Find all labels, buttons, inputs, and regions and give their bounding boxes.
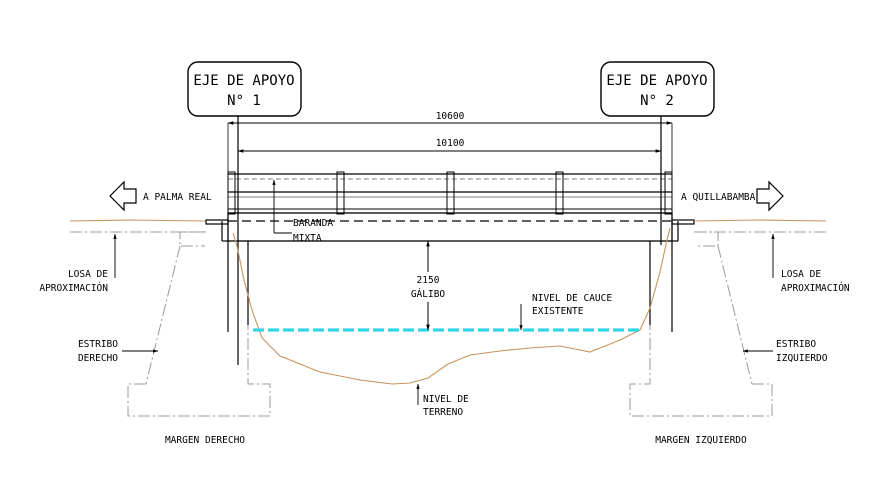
abutment-right — [649, 219, 695, 332]
terrain-label-line2: TERRENO — [423, 407, 463, 418]
abutment-left — [205, 219, 249, 332]
clearance-label: GÁLIBO — [411, 288, 446, 300]
approach-slab-left-callout: LOSA DE APROXIMACIÓN — [39, 233, 117, 294]
abutment-left-line1: ESTRIBO — [78, 339, 118, 350]
support-axis-1-tag: EJE DE APOYO N° 1 — [187, 61, 302, 117]
support-axis-1-line1: EJE DE APOYO — [193, 73, 294, 89]
riverbed-label-line1: NIVEL DE CAUCE — [532, 293, 612, 304]
dimension-clear-value: 10100 — [436, 138, 465, 149]
direction-left-label: A PALMA REAL — [143, 192, 212, 203]
clearance-dimension: 2150 GÁLIBO — [408, 240, 450, 331]
dimension-total: 10600 — [227, 111, 673, 175]
approach-slab-right-line2: APROXIMACIÓN — [781, 282, 850, 294]
support-axis-1-line2: N° 1 — [227, 93, 261, 109]
terrain-callout: NIVEL DE TERRENO — [416, 383, 469, 418]
abutment-right-callout: ESTRIBO IZQUIERDO — [742, 339, 828, 364]
support-axis-2-line1: EJE DE APOYO — [606, 73, 707, 89]
railing-callout: BARANDA MIXTA — [272, 179, 333, 244]
abutment-left-callout: ESTRIBO DERECHO — [78, 339, 159, 364]
direction-right: A QUILLABAMBA — [681, 180, 784, 212]
bridge-deck — [227, 212, 673, 242]
margin-left-label: MARGEN DERECHO — [165, 435, 245, 446]
margin-right-label: MARGEN IZQUIERDO — [655, 435, 747, 446]
approach-slab-left-line1: LOSA DE — [68, 269, 108, 280]
direction-left: A PALMA REAL — [109, 180, 212, 212]
dimension-total-value: 10600 — [436, 111, 465, 122]
direction-right-label: A QUILLABAMBA — [681, 192, 756, 203]
approach-slab-right-callout: LOSA DE APROXIMACIÓN — [771, 233, 850, 294]
dimension-clear: 10100 — [237, 138, 662, 153]
support-axis-2-tag: EJE DE APOYO N° 2 — [600, 61, 715, 117]
clearance-value: 2150 — [417, 275, 440, 286]
railing-label-line1: BARANDA — [293, 218, 333, 229]
abutment-left-line2: DERECHO — [78, 353, 118, 364]
direction-right-arrow-icon — [756, 180, 784, 212]
support-axis-2-line2: N° 2 — [640, 93, 674, 109]
abutment-right-line2: IZQUIERDO — [776, 353, 828, 364]
abutment-hidden-lines — [70, 231, 826, 417]
terrain-profile — [69, 219, 827, 385]
approach-slab-left-line2: APROXIMACIÓN — [39, 282, 108, 294]
abutment-right-line1: ESTRIBO — [776, 339, 816, 350]
approach-slab-right-line1: LOSA DE — [781, 269, 821, 280]
railing — [227, 171, 673, 215]
riverbed-callout: NIVEL DE CAUCE EXISTENTE — [519, 293, 612, 331]
riverbed-label-line2: EXISTENTE — [532, 306, 584, 317]
direction-left-arrow-icon — [109, 180, 137, 212]
railing-label-line2: MIXTA — [293, 233, 322, 244]
terrain-label-line1: NIVEL DE — [423, 394, 469, 405]
